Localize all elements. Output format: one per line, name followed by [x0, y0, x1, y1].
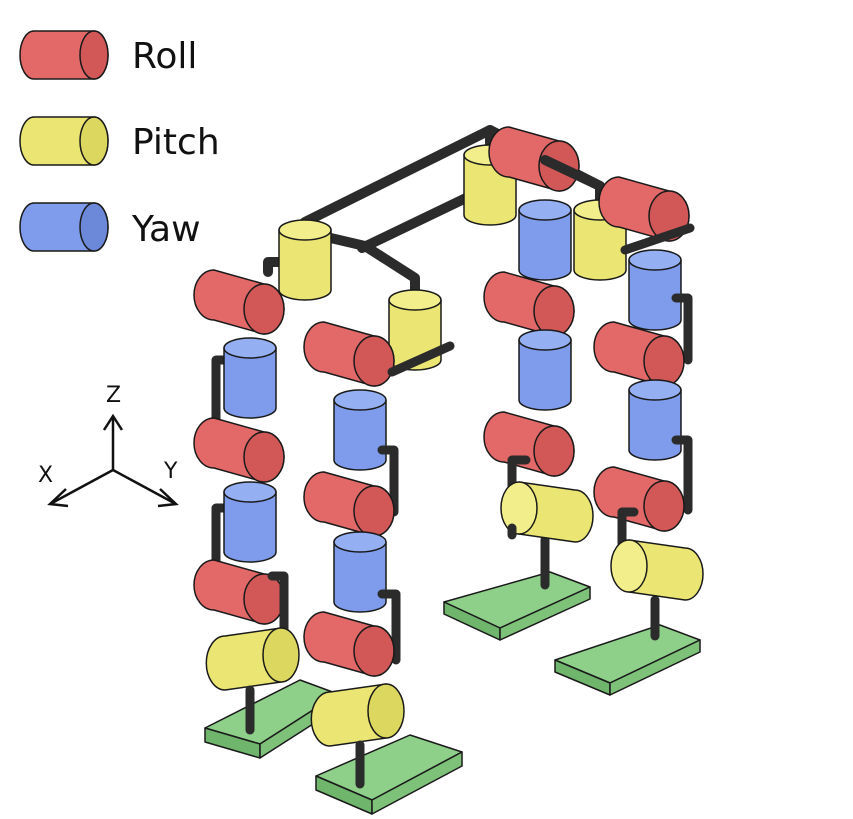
back-right-hip-roll	[598, 176, 690, 242]
axis-label-x: X	[38, 463, 53, 488]
front-right-ankle-roll	[303, 611, 395, 677]
leg-back-left	[463, 126, 605, 543]
leg-front-left	[193, 219, 332, 735]
legend-item-roll: Roll	[19, 30, 197, 80]
front-left-ankle-pitch	[205, 627, 300, 691]
back-left-ankle-roll	[483, 411, 575, 477]
axis-label-z: Z	[106, 383, 121, 408]
legend-label-yaw: Yaw	[131, 209, 201, 250]
back-right-ankle-pitch	[610, 539, 704, 601]
legend-label-pitch: Pitch	[132, 122, 220, 163]
front-right-knee-yaw	[333, 531, 387, 613]
foot-back-left	[443, 571, 591, 641]
back-right-ankle-roll	[593, 466, 685, 532]
back-right-knee-roll	[593, 321, 685, 387]
y-axis-line	[112, 468, 175, 505]
front-left-hip-roll	[193, 269, 285, 335]
foot-back-right	[554, 624, 701, 696]
back-left-hip-yaw	[518, 199, 572, 281]
leg-back-right	[573, 176, 704, 601]
back-left-ankle-pitch	[500, 481, 594, 543]
front-right-ankle-pitch	[310, 683, 405, 747]
z-axis-arrow-icon	[102, 413, 124, 431]
legend-item-yaw: Yaw	[19, 202, 201, 252]
legend-item-pitch: Pitch	[19, 116, 220, 166]
front-left-ankle-roll	[193, 559, 285, 625]
y-axis-arrow-icon	[157, 488, 179, 508]
back-right-knee-yaw	[628, 379, 682, 461]
yaw-cylinder-icon	[19, 202, 109, 252]
x-axis-line	[51, 468, 114, 505]
front-right-knee-roll	[303, 471, 395, 537]
back-left-knee-yaw	[518, 329, 572, 411]
foot-front-right	[315, 734, 463, 815]
front-left-knee-yaw	[223, 481, 277, 563]
front-right-hip-roll	[303, 321, 395, 387]
front-left-knee-roll	[193, 417, 285, 483]
legend-label-roll: Roll	[132, 36, 197, 77]
robot	[193, 125, 704, 815]
back-right-hip-pitch	[573, 199, 627, 281]
x-axis-arrow-icon	[47, 488, 69, 508]
front-left-hip-yaw	[223, 337, 277, 419]
back-left-knee-roll	[483, 271, 575, 337]
back-right-hip-yaw	[628, 249, 682, 331]
front-right-hip-yaw	[333, 389, 387, 471]
front-left-hip-pitch	[278, 219, 332, 301]
axis-triad	[47, 413, 179, 508]
roll-cylinder-icon	[19, 30, 109, 80]
axis-label-y: Y	[163, 459, 178, 484]
leg-front-right	[303, 289, 455, 789]
back-leg-links	[540, 535, 660, 641]
pitch-cylinder-icon	[19, 116, 109, 166]
legend: Roll Pitch Yaw	[19, 30, 220, 252]
